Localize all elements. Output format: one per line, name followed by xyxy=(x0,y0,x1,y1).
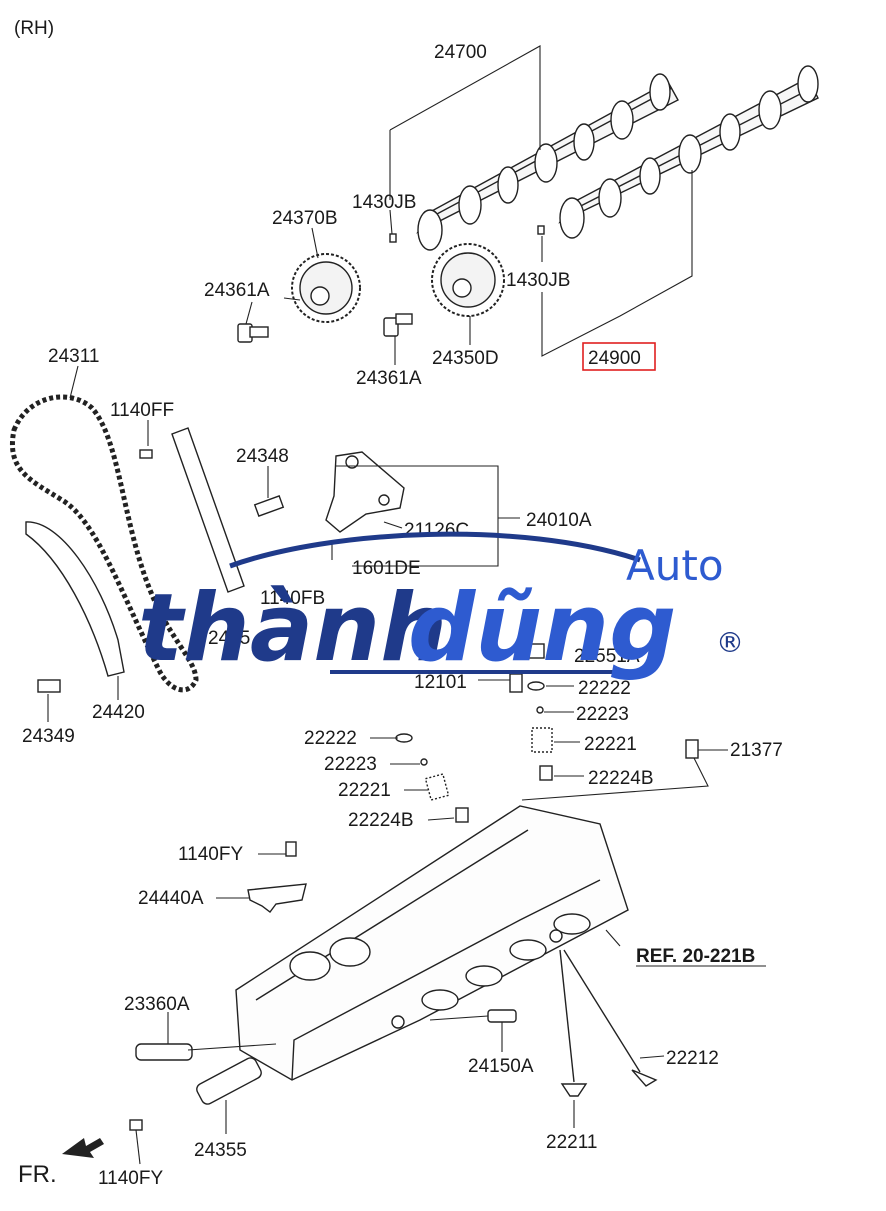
label-23360a: 23360A xyxy=(124,994,190,1015)
label-22223-b: 22223 xyxy=(324,754,377,775)
label-12101: 12101 xyxy=(414,672,467,693)
label-22222-a: 22222 xyxy=(578,678,631,699)
label-21126c: 21126C xyxy=(404,520,469,541)
highlight-box-24900 xyxy=(582,342,656,371)
cvvt-sprocket-24370b xyxy=(291,253,361,323)
label-22224b-a: 22224B xyxy=(588,768,654,789)
leader-lines-chain xyxy=(47,365,520,722)
bolt-24361a-left xyxy=(237,323,269,343)
bracket-24440a xyxy=(247,883,307,913)
label-22212: 22212 xyxy=(666,1048,719,1069)
label-24349: 24349 xyxy=(22,726,75,747)
leader-lines-valves xyxy=(370,679,728,821)
sensor-23360a xyxy=(135,1043,193,1061)
valves-22211-22212 xyxy=(559,949,658,1097)
label-24010a: 24010A xyxy=(526,510,592,531)
watermark-brand-1: thành xyxy=(138,574,447,683)
label-1140fb: 1140FB xyxy=(260,588,325,609)
registered-icon: ® xyxy=(716,626,744,659)
bolt-24361a-right xyxy=(383,313,413,337)
label-24355: 24355 xyxy=(194,1140,247,1161)
label-24150a: 24150A xyxy=(468,1056,534,1077)
bolt-24348 xyxy=(253,495,285,517)
label-22223-a: 22223 xyxy=(576,704,629,725)
label-22221-a: 22221 xyxy=(584,734,637,755)
timing-chain-24311 xyxy=(10,394,199,693)
label-24700: 24700 xyxy=(434,42,487,63)
watermark-brand-2: dũng xyxy=(408,574,676,683)
label-22221-b: 22221 xyxy=(338,780,391,801)
valve-parts xyxy=(395,643,699,823)
watermark-suffix: Auto xyxy=(626,541,724,590)
chain-guide-24420 xyxy=(25,521,125,677)
label-24361a-b: 24361A xyxy=(356,368,422,389)
front-label: FR. xyxy=(18,1161,57,1188)
label-1140fy-a: 1140FY xyxy=(178,844,243,865)
label-22222-b: 22222 xyxy=(304,728,357,749)
label-24350d: 24350D xyxy=(432,348,499,369)
label-22211: 22211 xyxy=(546,1132,597,1153)
leader-lines-head xyxy=(135,853,766,1165)
label-1430jb-b: 1430JB xyxy=(506,270,570,291)
cylinder-head xyxy=(235,805,629,1081)
label-24420: 24420 xyxy=(92,702,145,723)
label-2455: 2455 xyxy=(208,628,250,649)
label-1430jb-a: 1430JB xyxy=(352,192,416,213)
side-label: (RH) xyxy=(14,18,54,39)
labels: (RH) 24700 1430JB 24370B 24361A 1430JB 2… xyxy=(14,18,783,1189)
camshaft-24700 xyxy=(416,73,679,251)
chain-guide-upper xyxy=(171,427,245,593)
bolt-1140ff xyxy=(139,449,153,459)
cvvt-sprocket-24350d xyxy=(431,243,505,317)
label-24900: 24900 xyxy=(588,348,641,369)
leader-lines-top xyxy=(245,45,693,365)
bolt-24349 xyxy=(37,679,61,693)
camshaft-24900 xyxy=(558,65,819,239)
plug-24150a xyxy=(487,1009,517,1023)
label-1601de: 1601DE xyxy=(352,558,421,579)
pin-1430jb xyxy=(389,225,545,243)
reference-label: REF. 20-221B xyxy=(636,946,755,967)
label-24370b: 24370B xyxy=(272,208,338,229)
label-24440a: 24440A xyxy=(138,888,204,909)
ocv-24355 xyxy=(196,1057,262,1105)
label-24348: 24348 xyxy=(236,446,289,467)
label-22224b-b: 22224B xyxy=(348,810,414,831)
watermark-logo: thành dũng Auto ® xyxy=(138,531,744,683)
label-1140fy-b: 1140FY xyxy=(98,1168,163,1189)
label-22551a: 22551A xyxy=(574,646,640,667)
label-21377: 21377 xyxy=(730,740,783,761)
tensioner-24010a xyxy=(325,451,405,533)
label-24361a-a: 24361A xyxy=(204,280,270,301)
label-1140ff: 1140FF xyxy=(110,400,174,421)
front-arrow-icon xyxy=(62,1138,104,1158)
label-24311: 24311 xyxy=(48,346,99,367)
